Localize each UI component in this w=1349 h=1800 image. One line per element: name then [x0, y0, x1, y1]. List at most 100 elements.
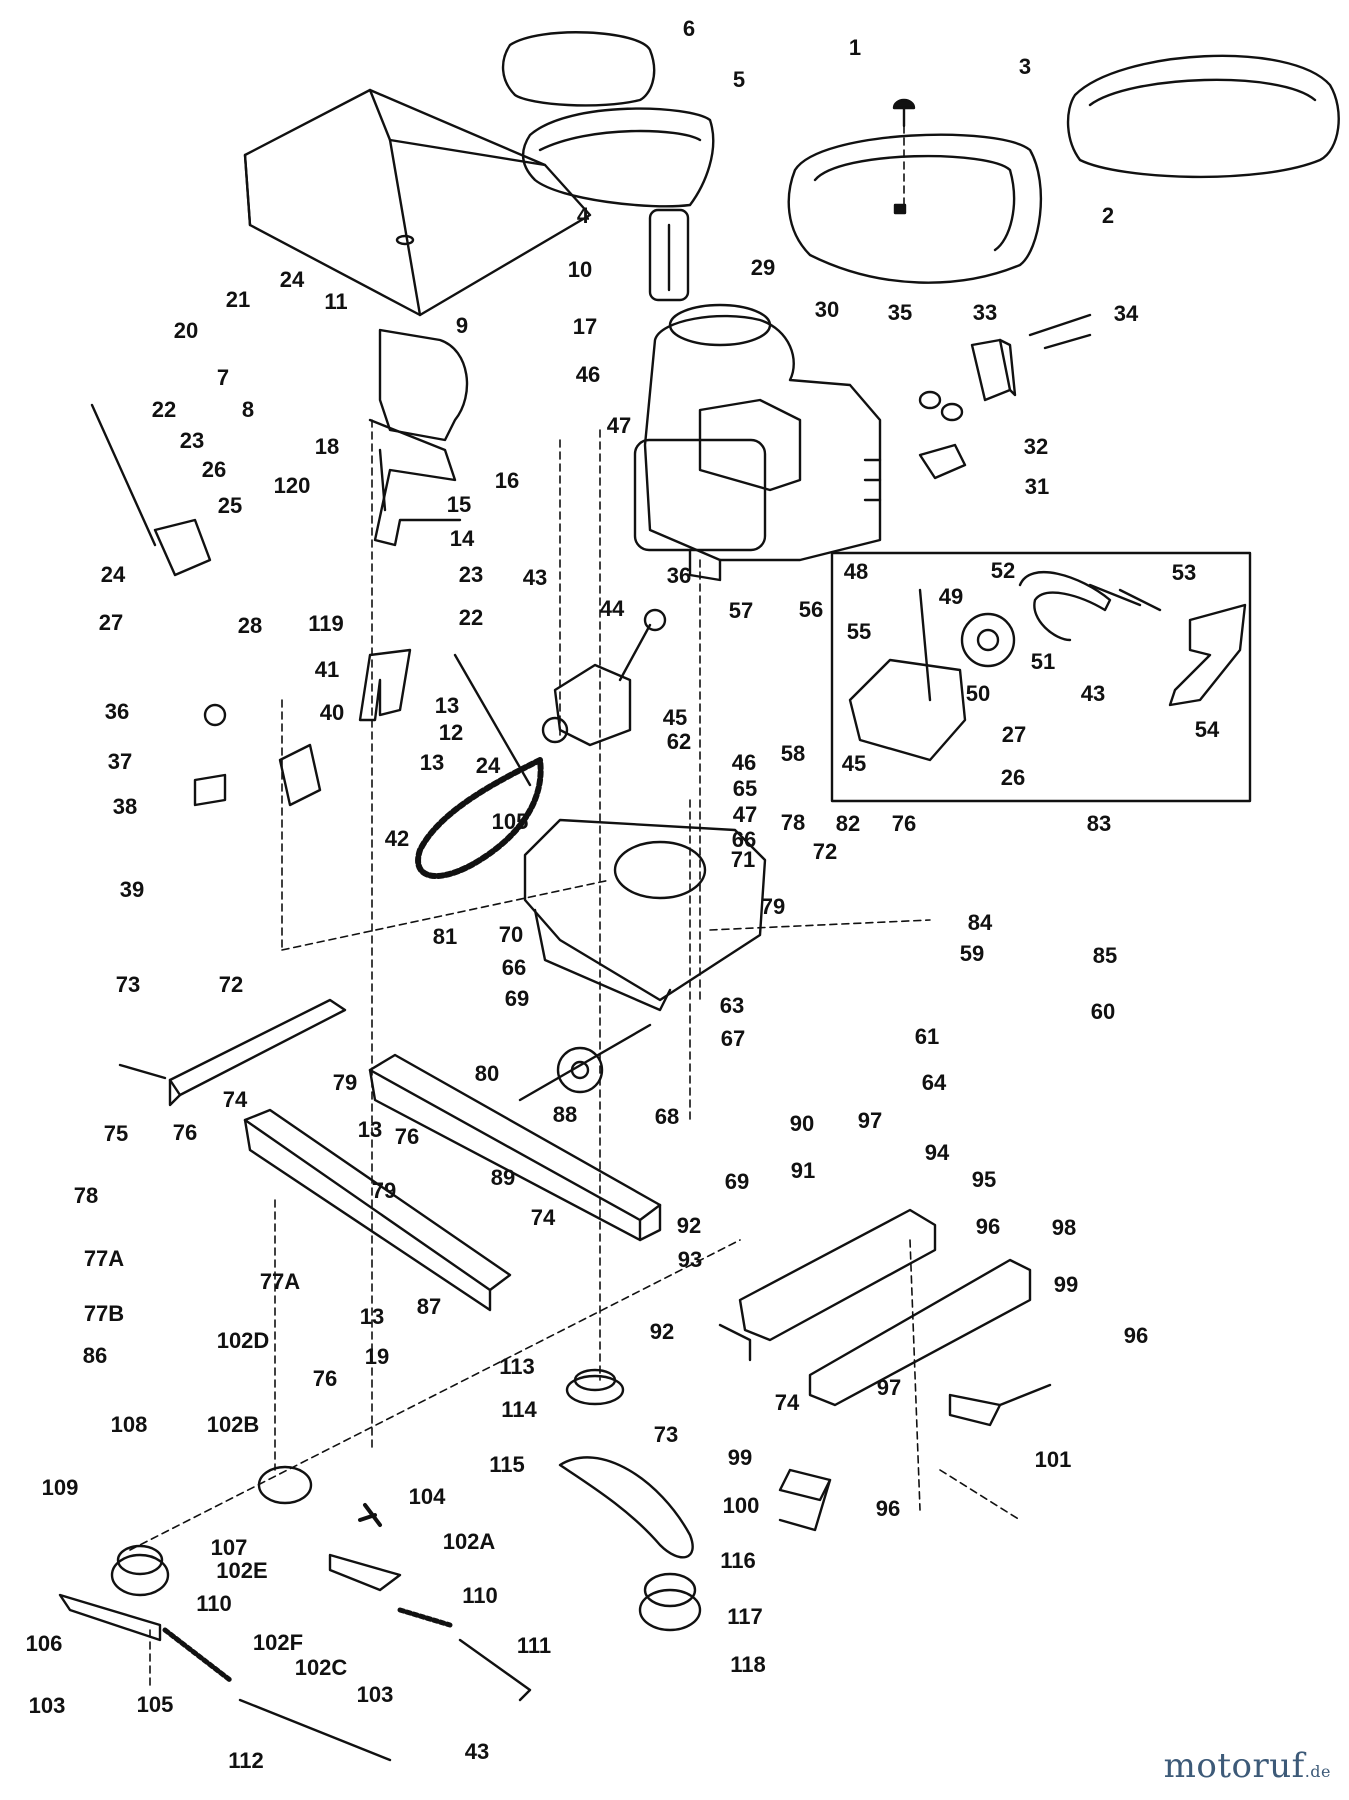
callout-21: 21: [225, 287, 251, 312]
callout-60: 60: [1090, 999, 1116, 1024]
callout-7: 7: [216, 365, 230, 390]
watermark-tld: .de: [1304, 1762, 1331, 1781]
callout-90: 90: [789, 1111, 815, 1136]
callout-81: 81: [432, 924, 458, 949]
fuel-filter-drawing: [648, 208, 690, 302]
callout-43a: 43: [522, 565, 548, 590]
callout-107: 107: [210, 1535, 248, 1560]
callout-80: 80: [474, 1061, 500, 1086]
callout-54: 54: [1194, 717, 1220, 742]
callout-86: 86: [82, 1343, 108, 1368]
callout-112: 112: [228, 1748, 264, 1773]
callout-57: 57: [728, 598, 754, 623]
callout-8: 8: [241, 397, 255, 422]
callout-61: 61: [914, 1024, 940, 1049]
shift-lever-drawing: [90, 403, 532, 787]
bracket-119-drawing: [358, 648, 412, 722]
callout-76d: 76: [891, 811, 917, 836]
shifter-drawing: [541, 608, 667, 747]
callout-13d: 13: [359, 1304, 385, 1329]
callout-89: 89: [490, 1165, 516, 1190]
callout-14: 14: [449, 526, 475, 551]
backrest-drawing: [501, 31, 715, 208]
callout-23b: 23: [458, 562, 484, 587]
callout-85: 85: [1092, 943, 1118, 968]
callout-68: 68: [654, 1104, 680, 1129]
callout-59: 59: [959, 941, 985, 966]
callout-19: 19: [364, 1344, 390, 1369]
callout-36b: 36: [104, 699, 130, 724]
callout-79a: 79: [332, 1070, 358, 1095]
callout-102b: 102B: [206, 1412, 260, 1437]
callout-35: 35: [887, 300, 913, 325]
callout-115: 115: [489, 1452, 525, 1477]
callout-69a: 69: [504, 986, 530, 1011]
callout-39: 39: [119, 877, 145, 902]
watermark-logo: motoruf.de: [1164, 1746, 1331, 1786]
callout-44: 44: [599, 596, 625, 621]
callout-27a: 27: [98, 610, 124, 635]
axle-drawing: [518, 1023, 652, 1102]
callout-105b: 105: [136, 1692, 174, 1717]
callout-48: 48: [843, 559, 869, 584]
callout-119: 119: [308, 611, 344, 636]
callout-103b: 103: [28, 1693, 66, 1718]
callout-113: 113: [499, 1354, 535, 1379]
callout-74c: 74: [774, 1390, 800, 1415]
callout-3: 3: [1018, 54, 1032, 79]
callout-116: 116: [720, 1548, 756, 1573]
callout-96b: 96: [1123, 1323, 1149, 1348]
callout-66a: 66: [731, 827, 757, 852]
callout-46b: 46: [731, 750, 757, 775]
callout-84: 84: [967, 910, 993, 935]
callout-99b: 99: [727, 1445, 753, 1470]
callout-87: 87: [416, 1294, 442, 1319]
callout-22a: 22: [151, 397, 177, 422]
callout-43c: 43: [464, 1739, 490, 1764]
callout-96c: 96: [875, 1496, 901, 1521]
callout-15: 15: [446, 492, 472, 517]
callout-33: 33: [972, 300, 998, 325]
frame-plate-drawing: [523, 818, 767, 1012]
seat-bolt-drawing: [892, 98, 916, 128]
callout-46a: 46: [575, 362, 601, 387]
callout-56: 56: [798, 597, 824, 622]
callout-31: 31: [1024, 474, 1050, 499]
drive-chain-drawing: [415, 757, 544, 879]
callout-102c: 102C: [294, 1655, 348, 1680]
callout-96a: 96: [975, 1214, 1001, 1239]
callout-53: 53: [1171, 560, 1197, 585]
callout-77b: 77B: [83, 1301, 125, 1326]
callout-16: 16: [494, 468, 520, 493]
callout-25: 25: [217, 493, 243, 518]
callout-6: 6: [682, 16, 696, 41]
callout-77a: 77A: [83, 1246, 125, 1271]
idler-linkage-drawing: [58, 1503, 532, 1762]
transmission-inset-drawing: [830, 551, 1252, 803]
callout-26a: 26: [201, 457, 227, 482]
callout-102a: 102A: [442, 1529, 496, 1554]
callout-51: 51: [1030, 649, 1056, 674]
callout-45a: 45: [662, 705, 688, 730]
callout-94: 94: [924, 1140, 950, 1165]
callout-47b: 47: [732, 802, 758, 827]
callout-105a: 105: [491, 809, 529, 834]
callout-58: 58: [780, 741, 806, 766]
seat-bracket-drawing: [368, 328, 469, 547]
callout-49: 49: [938, 584, 964, 609]
pulleys-drawing: [110, 1368, 702, 1632]
callout-47a: 47: [606, 413, 632, 438]
seat-cushion-drawing: [1066, 54, 1340, 179]
callout-79b: 79: [371, 1178, 397, 1203]
callout-69b: 69: [724, 1169, 750, 1194]
callout-2: 2: [1101, 203, 1115, 228]
callout-97b: 97: [876, 1375, 902, 1400]
callout-74b: 74: [530, 1205, 556, 1230]
callout-62: 62: [666, 729, 692, 754]
callout-72b: 72: [218, 972, 244, 997]
callout-93: 93: [677, 1247, 703, 1272]
callout-102d: 102D: [216, 1328, 270, 1353]
callout-100: 100: [722, 1493, 760, 1518]
